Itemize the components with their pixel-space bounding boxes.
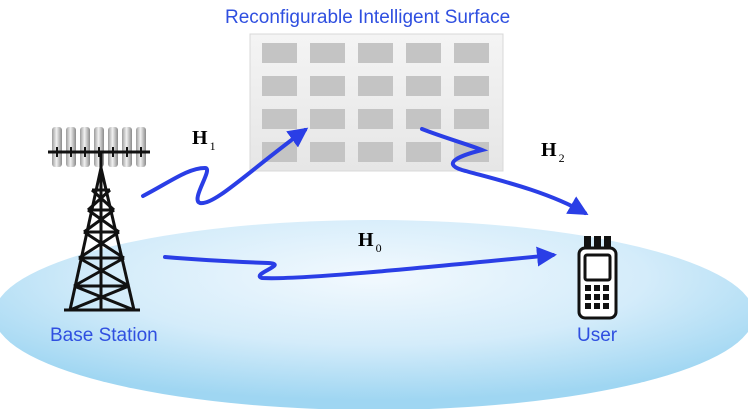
ris-element (358, 76, 393, 96)
ris-element (310, 76, 345, 96)
ris-element (262, 109, 297, 129)
ris-element (454, 76, 489, 96)
base-station-label: Base Station (50, 325, 158, 346)
channel-h2-arrow (420, 127, 589, 215)
base-station-tower-icon (48, 127, 150, 312)
ris-element (358, 109, 393, 129)
user-phone-icon (577, 236, 618, 320)
ris-element (406, 109, 441, 129)
ris-element (262, 76, 297, 96)
ris-element (454, 109, 489, 129)
ris-element (358, 43, 393, 63)
ris-element (358, 142, 393, 162)
ris-element (310, 109, 345, 129)
ris-element (262, 43, 297, 63)
ris-element (454, 43, 489, 63)
ris-element (310, 43, 345, 63)
ris-element (406, 76, 441, 96)
channel-h0-arrow (163, 246, 557, 281)
coverage-area (0, 220, 748, 409)
ris-element (310, 142, 345, 162)
ris-element (406, 142, 441, 162)
ris-element (406, 43, 441, 63)
channel-h1-arrow (141, 127, 309, 206)
ris-label: Reconfigurable Intelligent Surface (225, 7, 511, 28)
ris-panel (249, 33, 504, 172)
user-label: User (577, 325, 618, 346)
